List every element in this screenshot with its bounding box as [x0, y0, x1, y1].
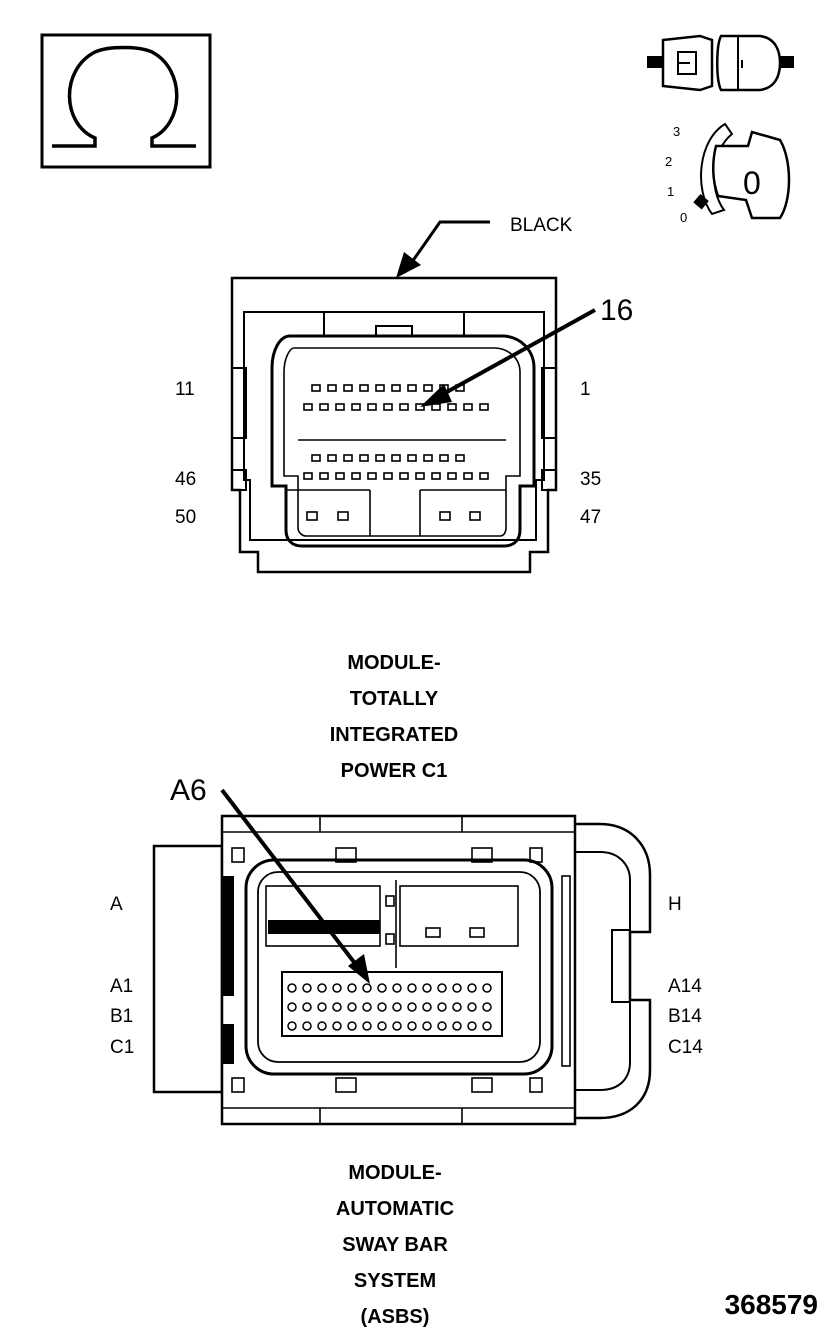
ignition-position-3: 3 [673, 124, 680, 139]
pin-label-1: 1 [580, 379, 591, 400]
disconnected-connector-icon [647, 34, 794, 92]
connector-color-label: BLACK [510, 215, 573, 236]
asbs-title-line-1: MODULE- [348, 1162, 441, 1184]
ignition-key-icon: 3 2 1 0 0 [665, 122, 791, 225]
pin-label-50: 50 [175, 507, 196, 528]
c1-title-line-2: TOTALLY [350, 688, 439, 710]
pin-label-46: 46 [175, 469, 196, 490]
ignition-position-0: 0 [680, 210, 687, 225]
c1-title-line-4: POWER C1 [341, 760, 448, 782]
c1-title-line-1: MODULE- [347, 652, 440, 674]
connector-c1-title: MODULE- TOTALLY INTEGRATED POWER C1 [330, 652, 459, 782]
connector-asbs: A6 A H A1 B1 C1 A14 B14 C14 [110, 774, 703, 1126]
pin-label-c1: C1 [110, 1037, 134, 1058]
pin-label-11: 11 [175, 379, 195, 400]
key-mark: 0 [743, 165, 761, 201]
pin-label-h: H [668, 894, 682, 915]
connector-asbs-title: MODULE- AUTOMATIC SWAY BAR SYSTEM (ASBS) [336, 1162, 454, 1328]
asbs-title-line-4: SYSTEM [354, 1270, 436, 1292]
pin-label-a: A [110, 894, 123, 915]
asbs-title-line-5: (ASBS) [361, 1306, 430, 1328]
asbs-title-line-3: SWAY BAR [342, 1234, 448, 1256]
ignition-position-2: 2 [665, 154, 672, 169]
ignition-position-1: 1 [667, 184, 674, 199]
omega-icon [40, 33, 212, 169]
pin-label-b1: B1 [110, 1006, 133, 1027]
pin-label-47: 47 [580, 507, 601, 528]
pin-callout-a6: A6 [170, 774, 207, 807]
figure-number: 368579 [725, 1289, 818, 1320]
pin-label-a1: A1 [110, 976, 133, 997]
pin-label-b14: B14 [668, 1006, 702, 1027]
pin-label-c14: C14 [668, 1037, 703, 1058]
connector-c1: BLACK [175, 215, 633, 574]
pin-label-35: 35 [580, 469, 601, 490]
pin-callout-16: 16 [600, 294, 633, 327]
asbs-title-line-2: AUTOMATIC [336, 1198, 454, 1220]
c1-title-line-3: INTEGRATED [330, 724, 459, 746]
pin-label-a14: A14 [668, 976, 702, 997]
